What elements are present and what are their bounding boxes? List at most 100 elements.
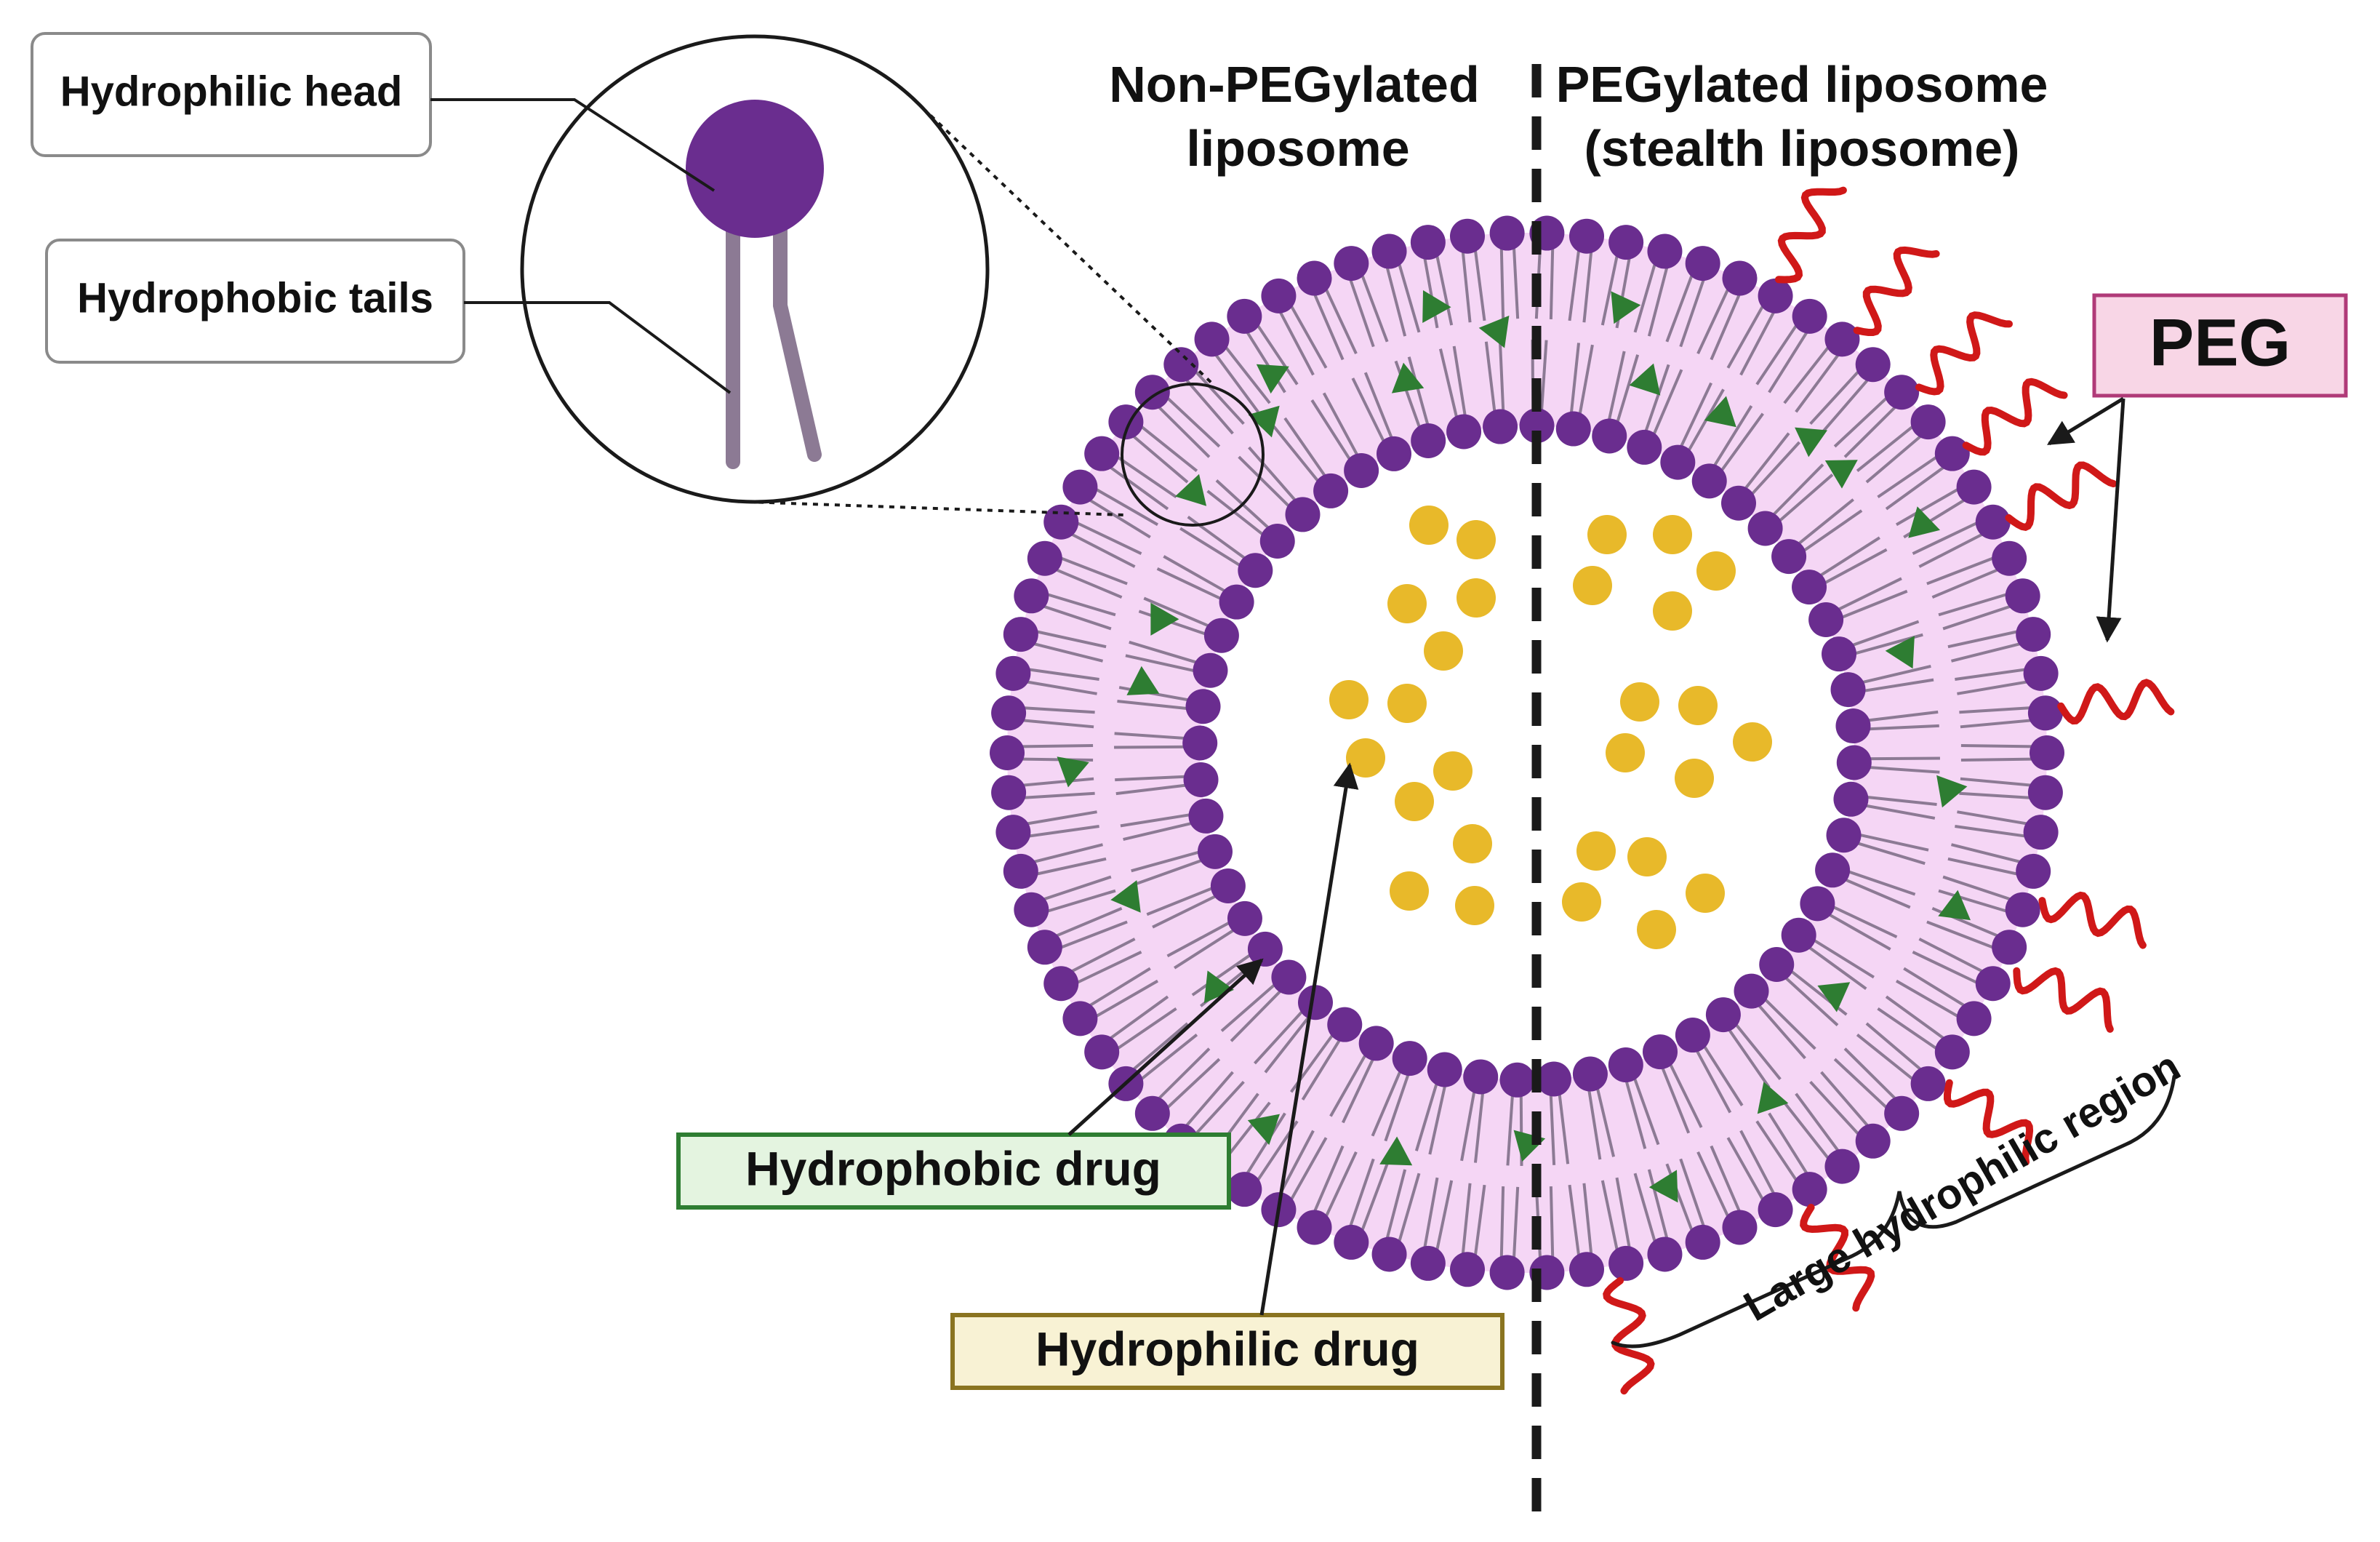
inner-leaflet-tails [1438,348,1460,426]
inner-leaflet-tails [1123,820,1201,842]
peg-chain [2038,891,2147,949]
peg-arrow-1 [2047,396,2125,446]
outer-leaflet-tails [1755,1120,1802,1188]
inner-leaflet-tails [1840,867,1916,896]
outer-phospholipid-head [1647,233,1683,269]
inner-leaflet-tails [1407,356,1432,434]
inner-leaflet-tails [1641,364,1670,440]
outer-leaflet-tails [1021,825,1099,839]
outer-phospholipid-head [1722,260,1758,296]
outer-leaflet-tails [1395,1173,1421,1250]
hydrophilic-drug-label-box [950,1313,1504,1390]
inner-leaflet-tails [1649,369,1683,443]
outer-leaflet-tails [1877,451,1944,499]
inner-leaflet-tails [1342,1050,1378,1124]
outer-leaflet-tails [1809,1080,1865,1141]
outer-leaflet-tails [1820,373,1874,435]
inner-leaflet-tails [1851,831,1929,852]
zoom-line-top [913,99,1216,387]
hydrophilic-drug-dot [1606,733,1645,772]
hydrophobic-drug-triangle [1248,405,1280,438]
inner-phospholipid-head [1313,473,1349,508]
outer-leaflet-tails [1843,400,1902,458]
inner-leaflet-tails [1856,678,1934,694]
outer-leaflet-tails [1126,430,1189,484]
peg-chain [1944,1079,2034,1166]
outer-leaflet-tails [1358,1163,1389,1239]
outer-leaflet-tails [1019,810,1097,827]
peg-chain [1800,1204,1875,1312]
outer-leaflet-tails [1568,1184,1582,1263]
peg-arrow-2 [2096,398,2125,643]
hydrophobic-drug-triangle [1247,1114,1280,1146]
hydrophobic-drug-triangle [1885,636,1915,669]
inner-leaflet-tails [1766,463,1824,522]
zoom-line-bottom [747,500,1124,516]
outer-phospholipid-head [991,695,1027,731]
hydrophobic-drug-label: Hydrophobic drug [745,1141,1161,1195]
outer-phospholipid-head [2023,815,2059,850]
outer-leaflet-tails [1310,287,1345,361]
outer-leaflet-tails [1739,1130,1779,1202]
outer-leaflet-tails [1015,777,1094,788]
non-pegylated-title-line1: Non-PEGylated [1109,56,1480,113]
outer-leaflet-tails [1134,420,1198,473]
inner-leaflet-tails [1630,1070,1660,1146]
outer-phospholipid-head [1934,436,1970,471]
outer-phospholipid-head [1450,218,1486,254]
inner-leaflet-tails [1179,527,1249,571]
bilayer-band [1007,233,2047,1273]
inner-phospholipid-head [1327,1007,1363,1042]
outer-phospholipid-head [1934,1034,1970,1070]
outer-leaflet-tails [1633,1173,1659,1250]
hydrophobic-drug-triangle [1126,666,1160,695]
outer-phospholipid-head [1956,1001,1992,1036]
zoom-circle-small [1121,383,1265,527]
outer-phospholipid-head [1758,1192,1793,1228]
outer-leaflet-tails [1512,1186,1520,1266]
outer-leaflet-tails [1321,1151,1358,1224]
outer-leaflet-tails [1960,743,2040,748]
inner-leaflet-tails [1220,978,1282,1032]
inner-leaflet-tails [1606,351,1626,428]
outer-leaflet-tails [1795,348,1844,413]
outer-phospholipid-head [1062,1001,1098,1036]
outer-phospholipid-head [1227,298,1262,334]
outer-leaflet-tails [1029,857,1107,877]
inner-leaflet-tails [1709,405,1753,474]
outer-leaflet-tails [1926,554,2001,586]
hydrophilic-head-label-box [31,32,432,157]
inner-leaflet-tails [1752,998,1806,1060]
hydrophobic-drug-triangle [1175,474,1207,506]
outer-leaflet-tails [1783,340,1835,404]
inner-phospholipid-head [1675,1018,1710,1053]
outer-leaflet-tails [1089,979,1159,1022]
outer-leaflet-tails [1014,757,1094,762]
outer-leaflet-tails [1856,1033,1920,1085]
inner-phospholipid-head [1759,946,1795,982]
inner-phospholipid-head [1227,900,1262,936]
inner-leaflet-tails [1729,1017,1782,1080]
inner-leaflet-tails [1238,455,1297,514]
inner-leaflet-tails [1801,941,1867,990]
inner-phospholipid-head [1792,570,1827,605]
outer-leaflet-tails [1499,1186,1505,1266]
outer-phospholipid-head [2023,655,2059,691]
inner-leaflet-tails [1854,664,1931,686]
magnified-head [686,100,824,238]
outer-leaflet-tails [1189,364,1245,426]
outer-phospholipid-head [1334,1224,1369,1260]
inner-phospholipid-head [1238,553,1273,588]
hydrophilic-drug-dot [1653,591,1692,631]
inner-leaflet-tails [1301,1031,1345,1100]
outer-phospholipid-head [1163,347,1199,383]
inner-phospholipid-head [1203,618,1239,653]
outer-phospholipid-head [1134,1095,1170,1131]
outer-phospholipid-head [1884,375,1920,410]
inner-leaflet-tails [1363,372,1396,447]
inner-leaflet-tails [1120,812,1198,828]
outer-leaflet-tails [1955,825,2033,839]
outer-leaflet-tails [1600,1180,1620,1258]
outer-leaflet-tails [1942,875,2019,903]
outer-phospholipid-head [1003,853,1038,889]
